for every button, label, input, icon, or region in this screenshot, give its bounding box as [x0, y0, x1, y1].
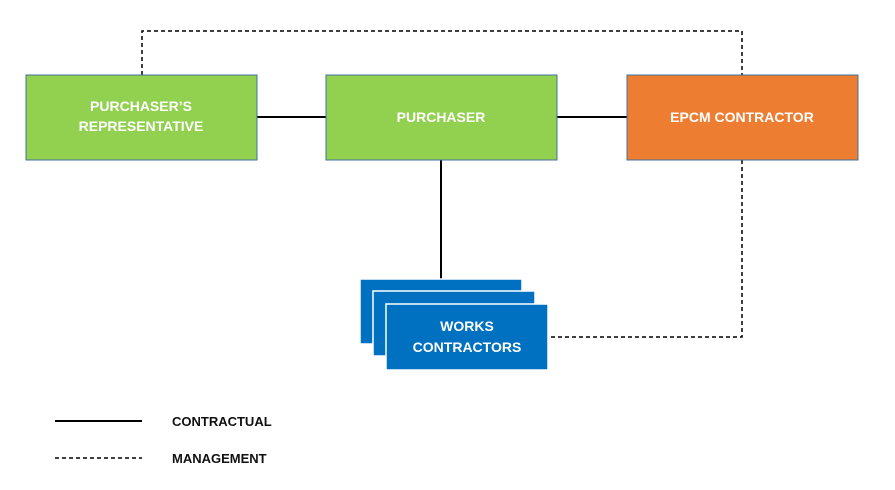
node-purchaser: PURCHASER: [325, 74, 558, 161]
node-purchaser-box: [325, 74, 558, 161]
node-epcm-contractor-box: [626, 74, 859, 161]
node-epcm-contractor-label: EPCM CONTRACTOR: [670, 109, 814, 125]
management-line-rep-to-epcm: [141, 30, 743, 75]
node-purchasers-representative-label-1: PURCHASER’S: [90, 98, 192, 114]
legend-contractual-label: CONTRACTUAL: [172, 414, 272, 429]
works-contractors-stack-front: [385, 303, 549, 371]
legend: CONTRACTUAL MANAGEMENT: [55, 414, 272, 466]
management-line-epcm-to-works: [548, 160, 743, 338]
node-works-contractors-label-2: CONTRACTORS: [413, 339, 522, 355]
node-purchaser-label: PURCHASER: [397, 109, 486, 125]
node-works-contractors: WORKS CONTRACTORS: [359, 278, 549, 371]
node-purchasers-representative: PURCHASER’S REPRESENTATIVE: [25, 74, 258, 161]
legend-management-label: MANAGEMENT: [172, 451, 267, 466]
node-purchasers-representative-box: [25, 74, 258, 161]
node-works-contractors-label-1: WORKS: [440, 318, 494, 334]
node-epcm-contractor: EPCM CONTRACTOR: [626, 74, 859, 161]
node-purchasers-representative-label-2: REPRESENTATIVE: [79, 118, 204, 134]
